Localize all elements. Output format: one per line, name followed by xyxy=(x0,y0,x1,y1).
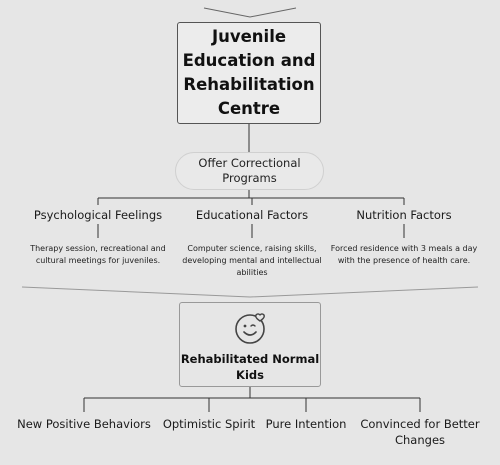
outcome-optimistic-spirit: Optimistic Spirit xyxy=(162,417,256,431)
program-label: Offer Correctional Programs xyxy=(198,156,301,185)
outcome-pure-intention: Pure Intention xyxy=(265,417,347,431)
middle-divider xyxy=(21,286,479,298)
factor-title-psychological: Psychological Feelings xyxy=(33,208,163,222)
main-title: Juvenile Education and Rehabilitation Ce… xyxy=(182,27,316,118)
outcome-convinced-better-changes: Convinced for Better Changes xyxy=(350,416,490,448)
smiley-heart-icon xyxy=(235,313,265,344)
outcome-new-positive-behaviors: New Positive Behaviors xyxy=(17,417,151,431)
main-centre-box: Juvenile Education and Rehabilitation Ce… xyxy=(177,22,321,124)
outcome-convinced-text: Convinced for Better Changes xyxy=(360,417,480,447)
factor-desc-psychological: Therapy session, recreational and cultur… xyxy=(30,244,166,265)
factor-title-educational: Educational Factors xyxy=(195,208,309,222)
factor-desc-educational: Computer science, raising skills, develo… xyxy=(182,244,322,277)
top-divider xyxy=(203,7,297,18)
factor-title-nutrition: Nutrition Factors xyxy=(356,208,452,222)
factor-desc-nutrition: Forced residence with 3 meals a day with… xyxy=(330,244,478,265)
result-box: Rehabilitated Normal Kids xyxy=(179,302,321,387)
result-label: Rehabilitated Normal Kids xyxy=(180,352,320,382)
program-pill: Offer Correctional Programs xyxy=(175,152,324,190)
